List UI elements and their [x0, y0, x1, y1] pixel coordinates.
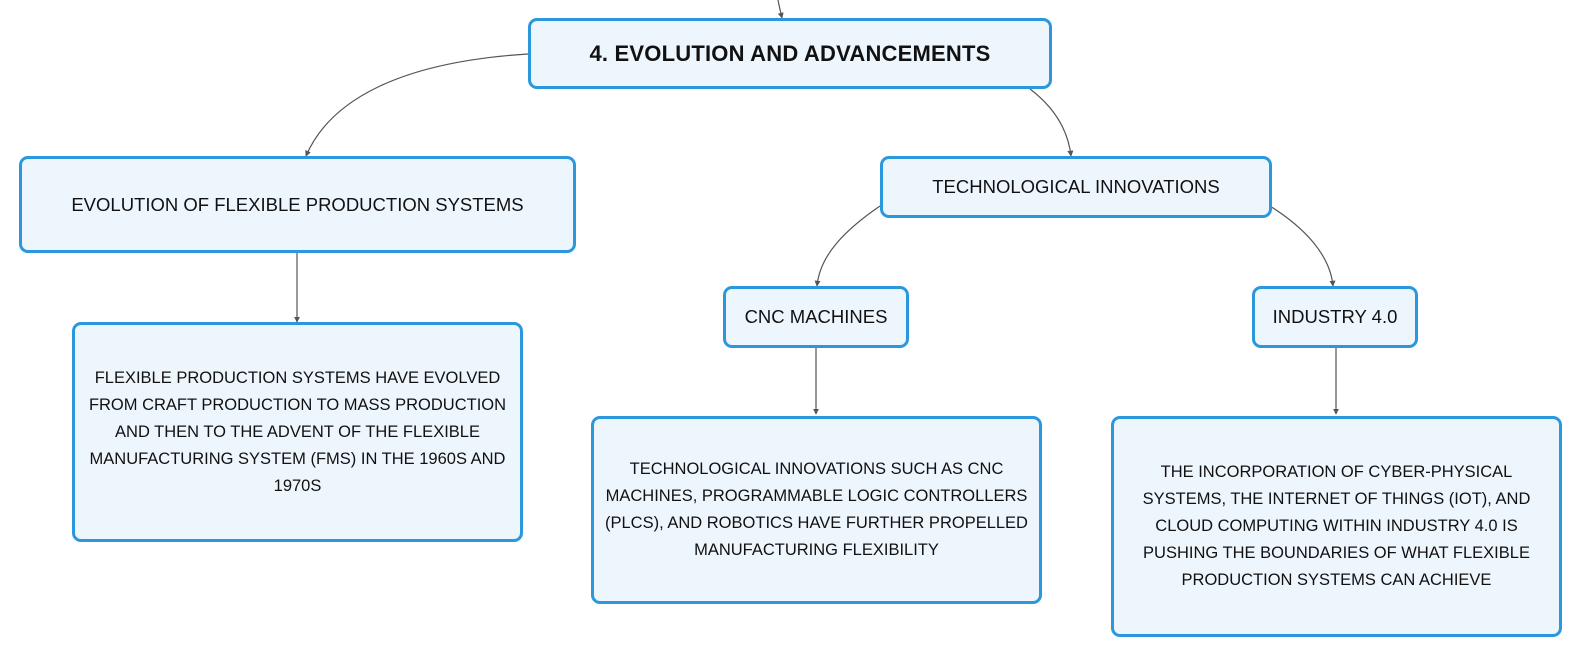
industry-node[interactable]: INDUSTRY 4.0: [1252, 286, 1418, 348]
cnc-node-label: CNC MACHINES: [744, 306, 888, 327]
industry-detail-text: THE INCORPORATION OF CYBER-PHYSICAL SYST…: [1142, 463, 1531, 589]
connector-root-to-innovations: [1029, 88, 1074, 157]
innovations-node[interactable]: TECHNOLOGICAL INNOVATIONS: [880, 156, 1272, 218]
cnc-node[interactable]: CNC MACHINES: [723, 286, 909, 348]
cnc-detail-node[interactable]: TECHNOLOGICAL INNOVATIONS SUCH AS CNC MA…: [591, 416, 1042, 604]
evolution-node[interactable]: EVOLUTION OF FLEXIBLE PRODUCTION SYSTEMS: [19, 156, 576, 253]
innovations-node-label: TECHNOLOGICAL INNOVATIONS: [932, 176, 1220, 197]
root-node-label: 4. EVOLUTION AND ADVANCEMENTS: [589, 40, 991, 66]
connector-innovations-to-cnc: [814, 205, 881, 287]
evolution-detail-node[interactable]: FLEXIBLE PRODUCTION SYSTEMS HAVE EVOLVED…: [72, 322, 523, 542]
evolution-detail-text: FLEXIBLE PRODUCTION SYSTEMS HAVE EVOLVED…: [88, 368, 507, 495]
industry-detail-node[interactable]: THE INCORPORATION OF CYBER-PHYSICAL SYST…: [1111, 416, 1562, 637]
connector-innovations-to-industry: [1269, 205, 1336, 287]
root-node[interactable]: 4. EVOLUTION AND ADVANCEMENTS: [528, 18, 1052, 89]
cnc-detail-text: TECHNOLOGICAL INNOVATIONS SUCH AS CNC MA…: [605, 460, 1028, 559]
connector-incoming-root: [777, 0, 784, 19]
industry-node-label: INDUSTRY 4.0: [1272, 306, 1398, 327]
connector-root-to-evolution: [305, 53, 529, 157]
evolution-node-label: EVOLUTION OF FLEXIBLE PRODUCTION SYSTEMS: [71, 193, 524, 215]
